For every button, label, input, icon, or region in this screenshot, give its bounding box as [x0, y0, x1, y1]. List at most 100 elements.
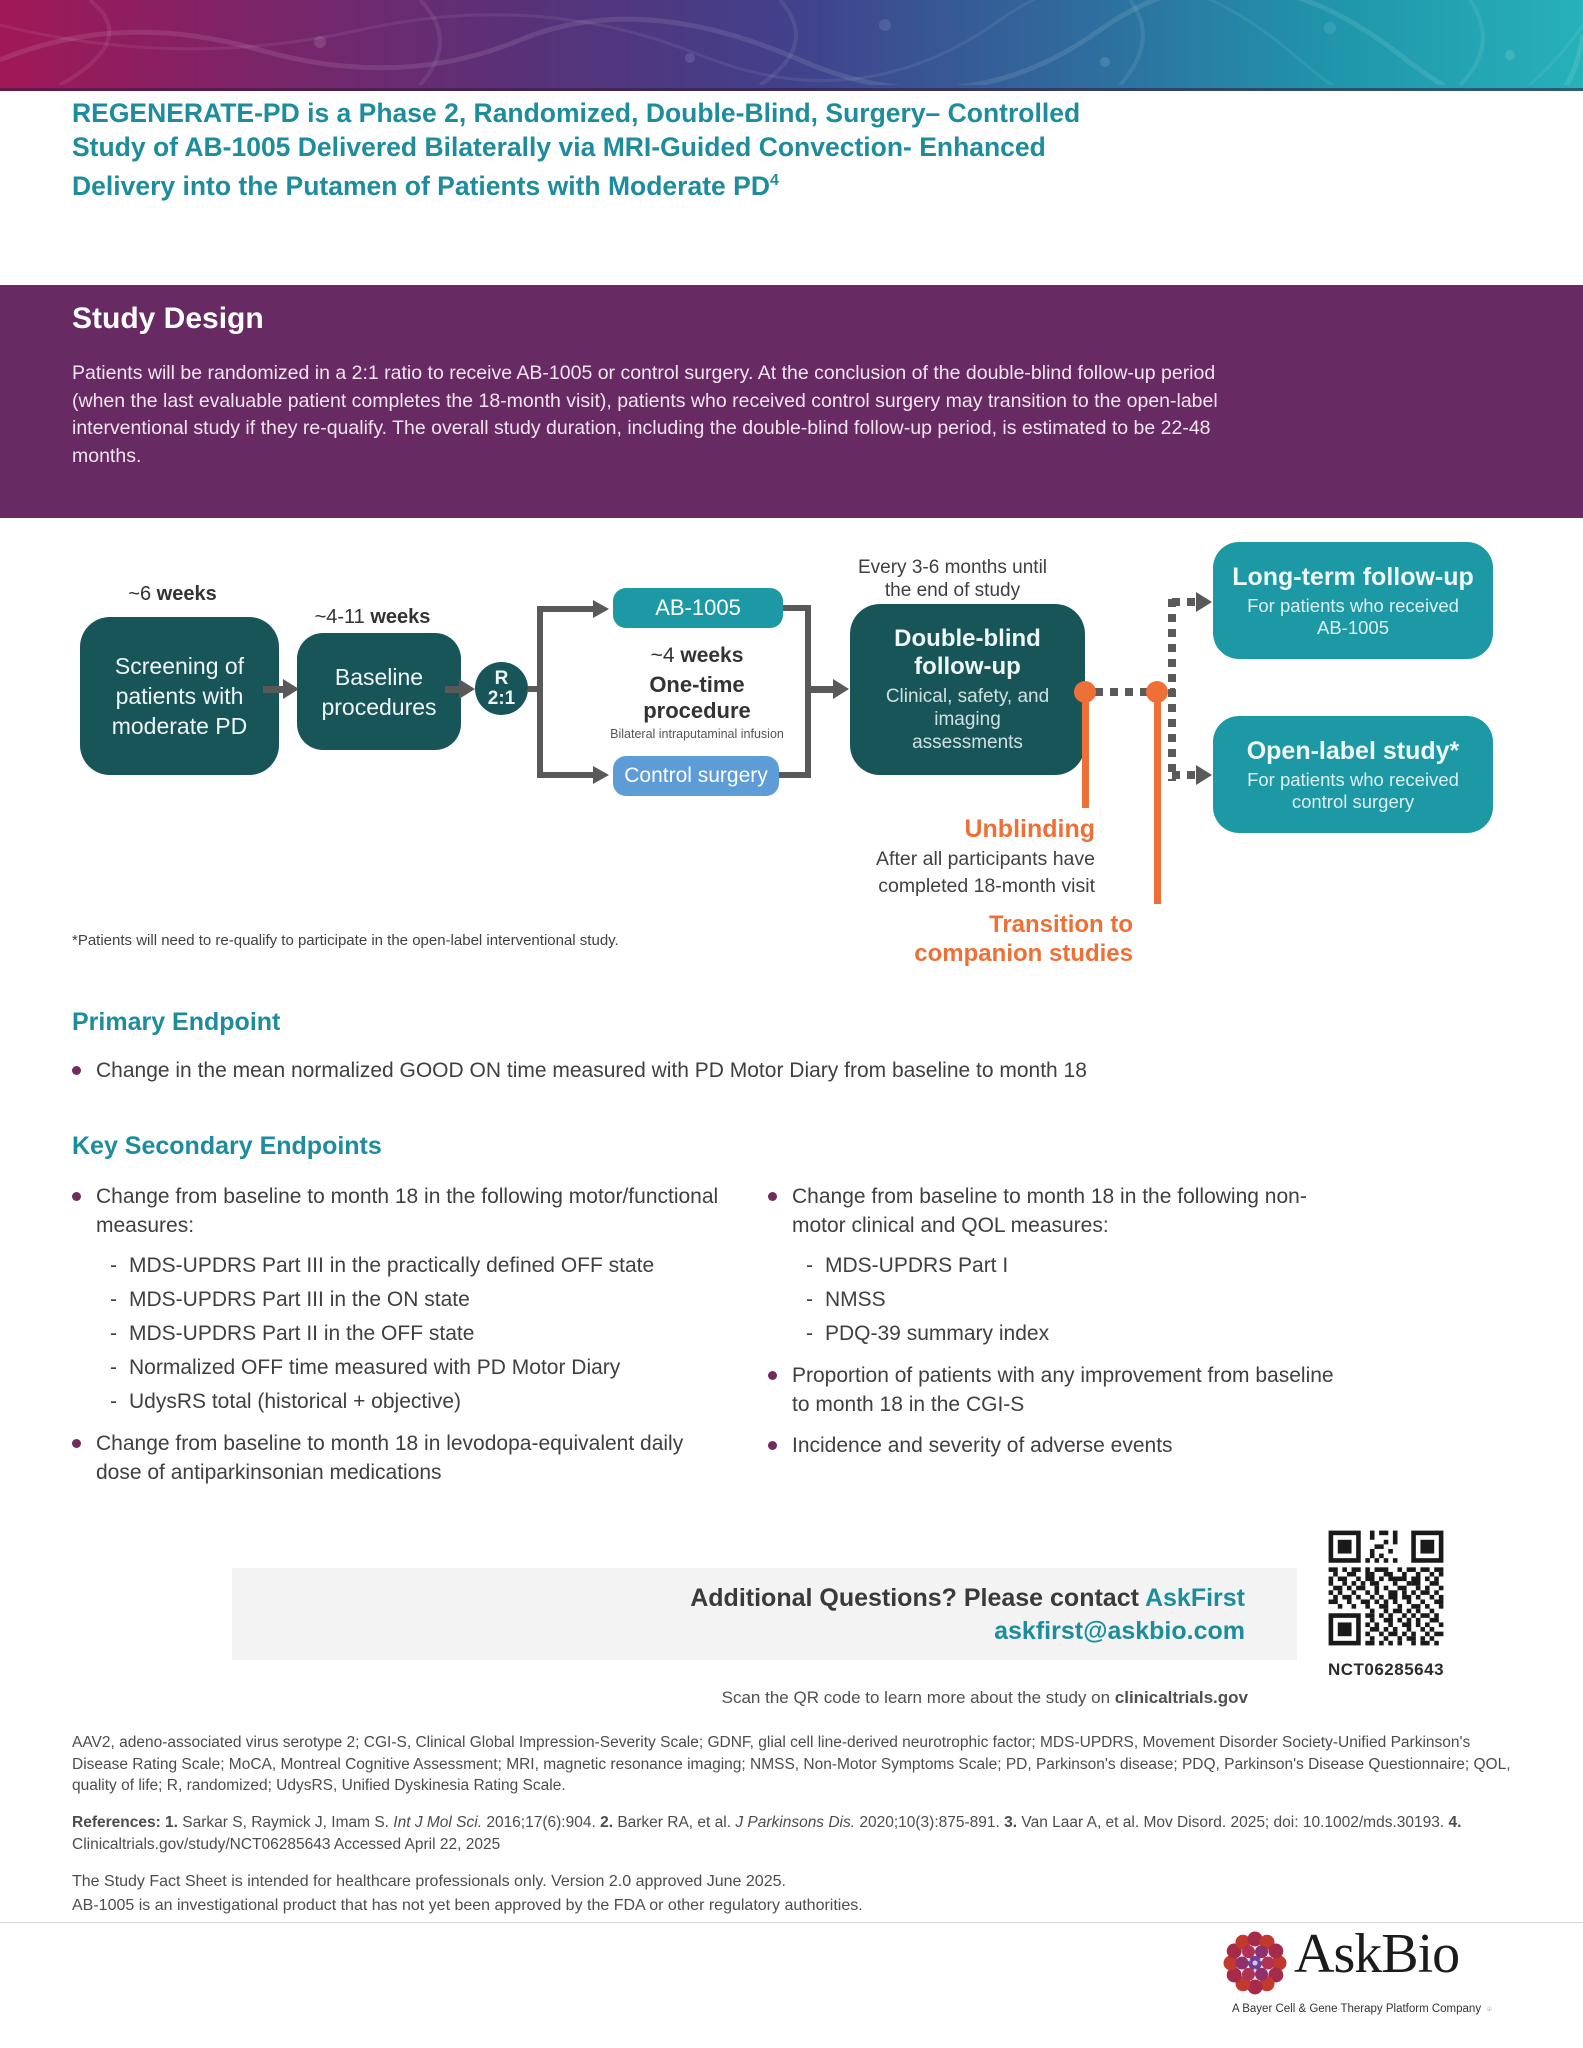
procedure-title: One-time procedure: [643, 672, 751, 723]
list-item: Change in the mean normalized GOOD ON ti…: [72, 1056, 1372, 1085]
primary-endpoint-heading: Primary Endpoint: [72, 1008, 281, 1036]
arrow-line: [263, 686, 285, 693]
procedure-label-block: ~4 weeks One-time procedure Bilateral in…: [598, 644, 796, 741]
baseline-duration-label: ~4-11 weeks: [314, 606, 431, 628]
transition-line: [1154, 692, 1161, 904]
scan-qr-instruction: Scan the QR code to learn more about the…: [721, 1688, 1248, 1707]
qr-code-block: NCT06285643: [1322, 1526, 1450, 1680]
longterm-title: Long-term follow-up: [1232, 562, 1474, 591]
disclaimer-block: The Study Fact Sheet is intended for hea…: [72, 1870, 1512, 1918]
study-design-paragraph: Patients will be randomized in a 2:1 rat…: [72, 362, 1218, 467]
secondary-endpoints-right-column: Change from baseline to month 18 in the …: [768, 1182, 1348, 1471]
dotted-line-to-longterm: [1172, 598, 1196, 606]
disclaimer-line-2: AB-1005 is an investigational product th…: [72, 1897, 863, 1914]
procedure-duration-label: ~4 weeks: [650, 644, 744, 667]
bayer-cross-icon: BAYER BAYER: [1487, 2006, 1492, 2012]
transition-marker-dot: [1146, 681, 1168, 703]
longterm-subtitle: For patients who received AB-1005: [1247, 594, 1459, 638]
openlabel-subtitle: For patients who received control surger…: [1247, 768, 1459, 812]
diagram-node-ab1005: AB-1005: [613, 588, 783, 628]
merge-line-bottom: [779, 772, 805, 778]
unblinding-label: Unblinding: [964, 815, 1095, 843]
clinicaltrials-link[interactable]: clinicaltrials.gov: [1114, 1688, 1248, 1707]
split-bracket: [537, 606, 543, 778]
sub-list-item: -NMSS: [806, 1288, 886, 1311]
page-title-reference-superscript: 4: [769, 172, 779, 189]
arrow-right-icon: [833, 679, 849, 699]
arrow-right-icon: [1196, 765, 1212, 785]
diagram-node-openlabel-study: Open-label study* For patients who recei…: [1213, 716, 1493, 833]
transition-label: Transition to companion studies: [914, 911, 1133, 967]
sub-list-item: -MDS-UPDRS Part I: [806, 1254, 1009, 1277]
bullet-dot-icon: [768, 1441, 777, 1450]
askfirst-link[interactable]: AskFirst: [1144, 1584, 1245, 1612]
page-title-text: REGENERATE-PD is a Phase 2, Randomized, …: [72, 98, 1081, 201]
sub-list-item: -Normalized OFF time measured with PD Mo…: [110, 1356, 621, 1379]
abbreviations-paragraph: AAV2, adeno-associated virus serotype 2;…: [72, 1734, 1511, 1794]
merge-bracket: [805, 605, 811, 778]
neuron-texture: [0, 0, 1583, 85]
arrow-right-icon: [459, 679, 475, 699]
sub-list-item: -MDS-UPDRS Part III in the practically d…: [110, 1254, 655, 1277]
arrow-right-icon: [593, 600, 609, 618]
screening-duration-label: ~6 weeks: [128, 583, 217, 605]
references-paragraph: References: 1. Sarkar S, Raymick J, Imam…: [72, 1814, 1462, 1853]
bullet-dot-icon: [768, 1192, 777, 1201]
sub-list-item: -UdysRS total (historical + objective): [110, 1390, 462, 1413]
double-blind-title: Double-blind follow-up: [894, 625, 1041, 680]
study-design-band: [0, 285, 1583, 518]
dotted-line-horizontal: [1080, 688, 1175, 696]
branch-line-bottom: [543, 772, 593, 778]
bullet-dot-icon: [72, 1066, 81, 1075]
connector-line: [528, 686, 540, 692]
bullet-dot-icon: [72, 1192, 81, 1201]
arrow-right-icon: [593, 766, 609, 784]
contact-banner: Additional Questions? Please contact Ask…: [232, 1568, 1297, 1660]
unblinding-marker-dot: [1074, 681, 1096, 703]
diagram-node-longterm-followup: Long-term follow-up For patients who rec…: [1213, 542, 1493, 659]
merge-line-top: [783, 605, 805, 611]
list-item: Change from baseline to month 18 in the …: [768, 1182, 1348, 1240]
bullet-dot-icon: [72, 1439, 81, 1448]
diagram-node-control-surgery: Control surgery: [613, 756, 779, 796]
list-item: Change from baseline to month 18 in levo…: [72, 1429, 727, 1487]
diagram-footnote: *Patients will need to re-qualify to par…: [72, 932, 619, 949]
diagram-node-randomization: R 2:1: [475, 662, 528, 715]
secondary-endpoints-heading: Key Secondary Endpoints: [72, 1132, 382, 1160]
contact-question-line: Additional Questions? Please contact Ask…: [690, 1584, 1245, 1612]
diagram-node-screening: Screening of patients with moderate PD: [80, 617, 279, 775]
qr-code: [1324, 1526, 1448, 1650]
diagram-node-baseline: Baseline procedures: [297, 633, 461, 750]
sub-list-item: -MDS-UPDRS Part II in the OFF state: [110, 1322, 475, 1345]
contact-email-link[interactable]: askfirst@askbio.com: [994, 1617, 1245, 1645]
askbio-wordmark: AskBio: [1294, 1923, 1460, 1985]
branch-line-top: [543, 606, 593, 612]
sub-list-item: -MDS-UPDRS Part III in the ON state: [110, 1288, 470, 1311]
arrow-line: [811, 686, 835, 693]
askbio-tagline: A Bayer Cell & Gene Therapy Platform Com…: [1232, 1994, 1492, 2024]
unblinding-subtitle: After all participants have completed 18…: [876, 848, 1095, 897]
arrow-line: [445, 686, 461, 693]
primary-endpoint-list: Change in the mean normalized GOOD ON ti…: [72, 1056, 1372, 1096]
dotted-line-to-openlabel: [1172, 771, 1196, 779]
dotted-line-vertical: [1168, 599, 1176, 781]
sub-list-item: -PDQ-39 summary index: [806, 1322, 1050, 1345]
arrow-right-icon: [283, 679, 299, 699]
askbio-capsid-icon: [1223, 1931, 1287, 1995]
bullet-dot-icon: [768, 1371, 777, 1380]
study-design-heading: Study Design: [72, 302, 264, 335]
openlabel-title: Open-label study*: [1246, 736, 1460, 765]
followup-frequency-note: Every 3-6 months until the end of study: [857, 557, 1048, 601]
list-item: Change from baseline to month 18 in the …: [72, 1182, 727, 1240]
disclaimer-line-1: The Study Fact Sheet is intended for hea…: [72, 1873, 786, 1890]
secondary-endpoints-left-column: Change from baseline to month 18 in the …: [72, 1182, 727, 1498]
procedure-subtitle: Bilateral intraputaminal infusion: [610, 727, 784, 741]
list-item: Proportion of patients with any improvem…: [768, 1361, 1348, 1419]
diagram-node-double-blind-followup: Double-blind follow-up Clinical, safety,…: [850, 604, 1085, 775]
header-art-band: [0, 0, 1583, 91]
unblinding-line: [1082, 692, 1089, 808]
double-blind-subtitle: Clinical, safety, and imaging assessment…: [885, 686, 1050, 753]
page-title: REGENERATE-PD is a Phase 2, Randomized, …: [72, 96, 1132, 203]
nct-number: NCT06285643: [1327, 1660, 1445, 1679]
footer-divider: [0, 1922, 1583, 1923]
